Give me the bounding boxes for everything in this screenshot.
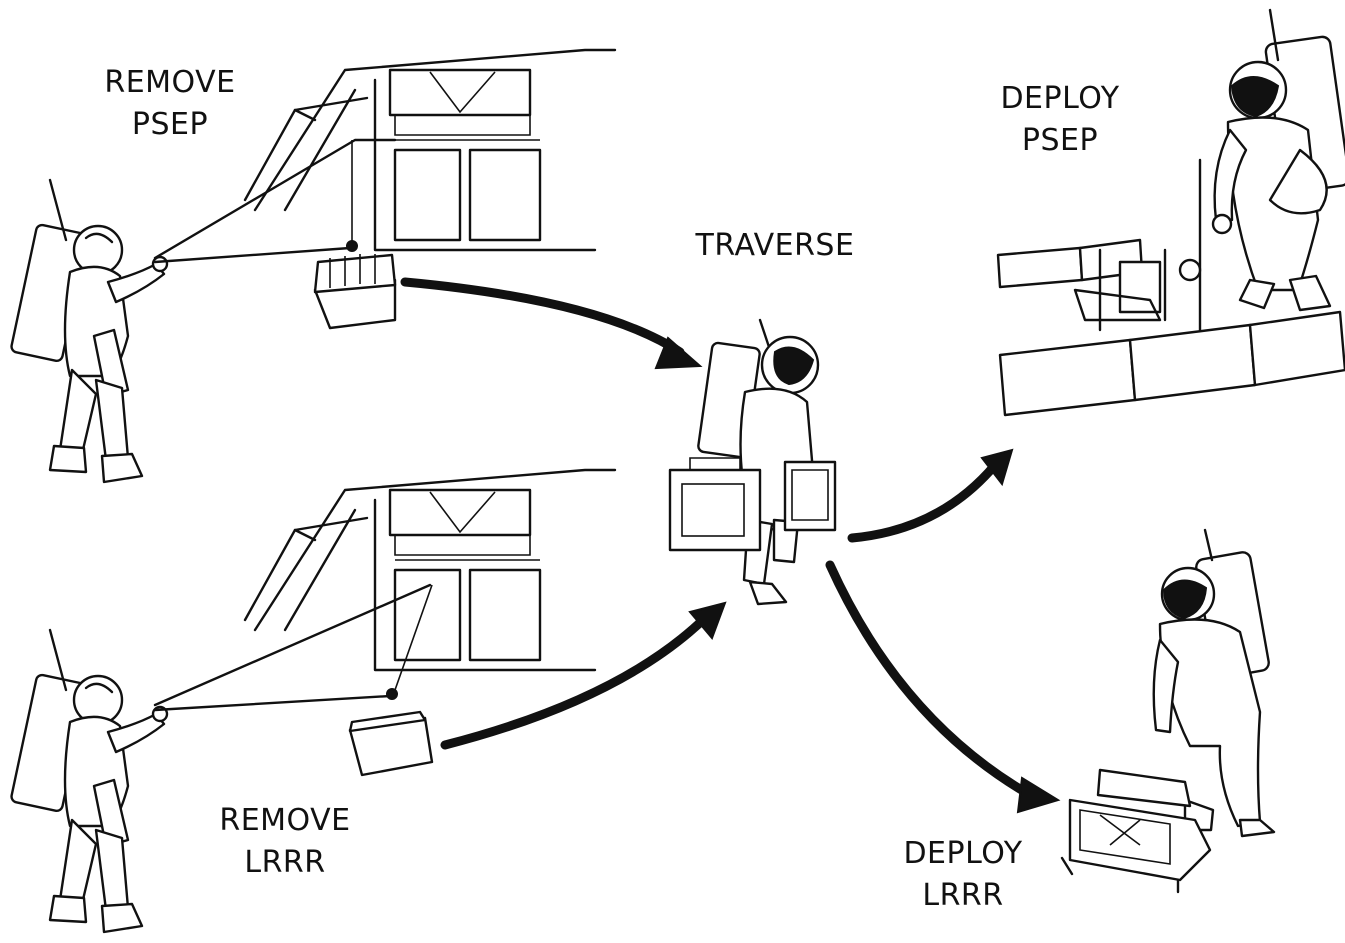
psep-package-illustration — [668, 457, 762, 552]
lrrr-package-illustration — [348, 688, 434, 777]
label-line: TRAVERSE — [695, 228, 855, 263]
label-line: DEPLOY — [903, 836, 1023, 871]
astronaut-illustration — [9, 178, 169, 484]
flow-arrow-traverse-to-deploy-lrrr — [825, 560, 1061, 814]
remove-lrrr-scene — [9, 468, 617, 934]
lanyard-line — [153, 694, 392, 712]
label-line: REMOVE — [104, 65, 236, 100]
label-line: LRRR — [922, 878, 1004, 913]
lunar-module-illustration — [243, 468, 617, 672]
astronaut-illustration — [9, 628, 169, 934]
lunar-module-illustration — [243, 48, 617, 252]
label-line: DEPLOY — [1000, 81, 1120, 116]
lrrr-experiment-illustration — [1060, 768, 1212, 894]
lanyard-line — [153, 583, 432, 707]
psep-package-illustration — [313, 240, 397, 330]
label-line: PSEP — [1021, 123, 1099, 158]
astronaut-illustration — [1211, 8, 1345, 312]
traverse-astronaut-illustration — [668, 318, 837, 606]
label-deploy-lrrr: DEPLOY LRRR — [893, 833, 1033, 917]
label-traverse: TRAVERSE — [690, 225, 860, 267]
label-remove-psep: REMOVE PSEP — [100, 62, 240, 146]
remove-psep-scene — [9, 48, 617, 484]
label-line: PSEP — [131, 107, 209, 142]
label-remove-lrrr: REMOVE LRRR — [210, 800, 360, 884]
flow-arrow-remove-lrrr-to-traverse — [440, 601, 727, 750]
psep-experiment-illustration — [1073, 158, 1202, 332]
lanyard-line — [153, 138, 397, 260]
lrrr-package-illustration — [783, 460, 837, 532]
deploy-lrrr-scene — [1060, 528, 1276, 894]
label-line: LRRR — [244, 845, 326, 880]
flow-arrow-traverse-to-deploy-psep — [847, 448, 1014, 543]
solar-panel-illustration — [996, 238, 1345, 417]
lanyard-line — [153, 246, 352, 264]
label-line: REMOVE — [219, 803, 351, 838]
label-deploy-psep: DEPLOY PSEP — [990, 78, 1130, 162]
flow-arrow-remove-psep-to-traverse — [400, 277, 703, 370]
deploy-psep-scene — [996, 8, 1345, 417]
